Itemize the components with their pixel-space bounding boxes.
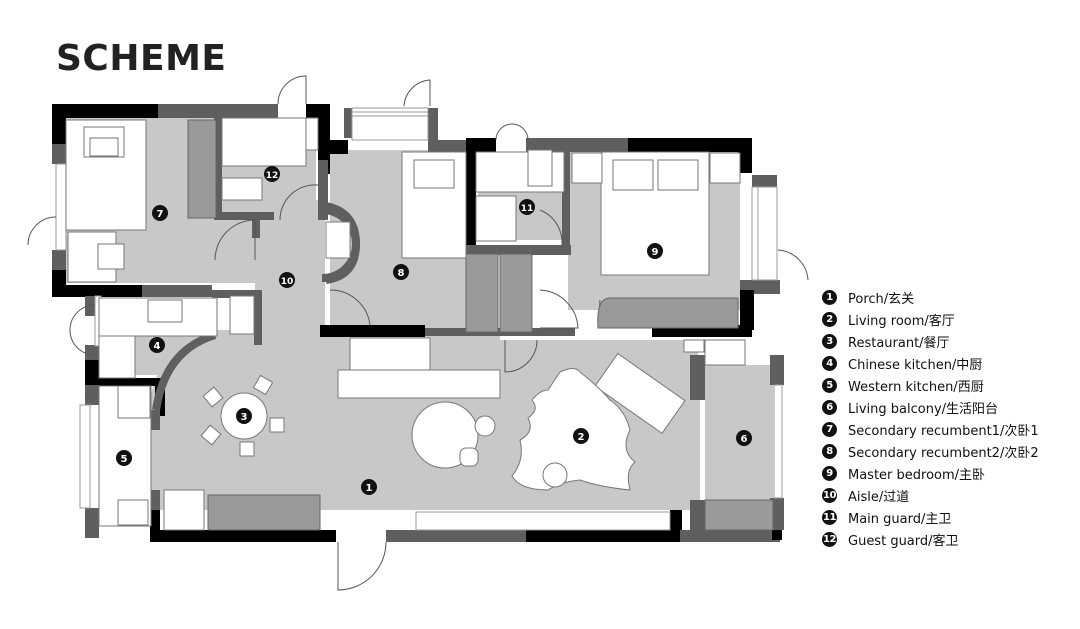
- svg-text:7: 7: [157, 209, 164, 220]
- legend-item: 10 Aisle/过道: [822, 484, 1039, 506]
- legend-item: 7 Secondary recumbent1/次卧1: [822, 418, 1039, 440]
- legend-item: 2 Living room/客厅: [822, 308, 1039, 330]
- room-marker-9: 9: [647, 243, 663, 259]
- number-badge-icon: 10: [822, 487, 837, 503]
- legend-label: Chinese kitchen/中厨: [848, 357, 983, 373]
- legend-label: Main guard/主卫: [848, 511, 952, 527]
- svg-text:12: 12: [266, 171, 279, 181]
- page-title: SCHEME: [56, 38, 227, 79]
- svg-text:1: 1: [366, 483, 373, 494]
- legend-label: Restaurant/餐厅: [848, 335, 950, 351]
- legend-label: Living balcony/生活阳台: [848, 401, 999, 417]
- room-marker-7: 7: [152, 205, 168, 221]
- svg-text:2: 2: [578, 432, 585, 443]
- legend-label: Aisle/过道: [848, 489, 910, 505]
- furniture: [65, 117, 746, 531]
- legend-item: 11 Main guard/主卫: [822, 506, 1039, 528]
- number-badge-icon: 12: [822, 531, 837, 547]
- legend-item: 6 Living balcony/生活阳台: [822, 396, 1039, 418]
- legend-label: Guest guard/客卫: [848, 533, 959, 549]
- room-marker-11: 11: [519, 199, 535, 215]
- legend-label: Western kitchen/西厨: [848, 379, 984, 395]
- legend-item: 9 Master bedroom/主卧: [822, 462, 1039, 484]
- svg-text:6: 6: [741, 434, 748, 445]
- room-markers: 1 2 3 4 5 6 7 8 9 10 11 12: [116, 166, 752, 495]
- number-badge-icon: 5: [822, 377, 837, 393]
- svg-text:4: 4: [154, 341, 161, 352]
- room-marker-12: 12: [264, 166, 280, 182]
- svg-text:5: 5: [121, 454, 128, 465]
- legend-item: 3 Restaurant/餐厅: [822, 330, 1039, 352]
- svg-text:8: 8: [398, 268, 405, 279]
- legend-label: Secondary recumbent1/次卧1: [848, 423, 1039, 439]
- number-badge-icon: 8: [822, 443, 837, 459]
- legend-item: 4 Chinese kitchen/中厨: [822, 352, 1039, 374]
- room-marker-5: 5: [116, 450, 132, 466]
- number-badge-icon: 1: [822, 289, 837, 305]
- room-marker-2: 2: [573, 428, 589, 444]
- legend-item: 12 Guest guard/客卫: [822, 528, 1039, 550]
- svg-text:3: 3: [241, 412, 248, 423]
- number-badge-icon: 9: [822, 465, 837, 481]
- number-badge-icon: 6: [822, 399, 837, 415]
- number-badge-icon: 7: [822, 421, 837, 437]
- number-badge-icon: 4: [822, 355, 837, 371]
- legend-label: Master bedroom/主卧: [848, 467, 986, 483]
- legend-item: 8 Secondary recumbent2/次卧2: [822, 440, 1039, 462]
- room-marker-4: 4: [149, 337, 165, 353]
- room-marker-1: 1: [361, 479, 377, 495]
- room-marker-10: 10: [279, 272, 295, 288]
- legend-label: Porch/玄关: [848, 291, 915, 307]
- svg-text:9: 9: [652, 247, 659, 258]
- number-badge-icon: 11: [822, 509, 837, 525]
- legend-label: Secondary recumbent2/次卧2: [848, 445, 1039, 461]
- number-badge-icon: 3: [822, 333, 837, 349]
- room-marker-8: 8: [393, 264, 409, 280]
- legend-label: Living room/客厅: [848, 313, 955, 329]
- room-marker-6: 6: [736, 430, 752, 446]
- dining-chairs: [200, 374, 568, 488]
- legend: 1 Porch/玄关 2 Living room/客厅 3 Restaurant/餐厅…: [822, 286, 1039, 550]
- walls: [52, 104, 784, 542]
- svg-text:11: 11: [521, 204, 534, 214]
- wardrobes: [187, 119, 774, 531]
- number-badge-icon: 2: [822, 311, 837, 327]
- room-marker-3: 3: [236, 408, 252, 424]
- legend-item: 5 Western kitchen/西厨: [822, 374, 1039, 396]
- svg-text:10: 10: [281, 277, 294, 287]
- legend-item: 1 Porch/玄关: [822, 286, 1039, 308]
- windows: [55, 107, 783, 531]
- rug: [511, 368, 636, 491]
